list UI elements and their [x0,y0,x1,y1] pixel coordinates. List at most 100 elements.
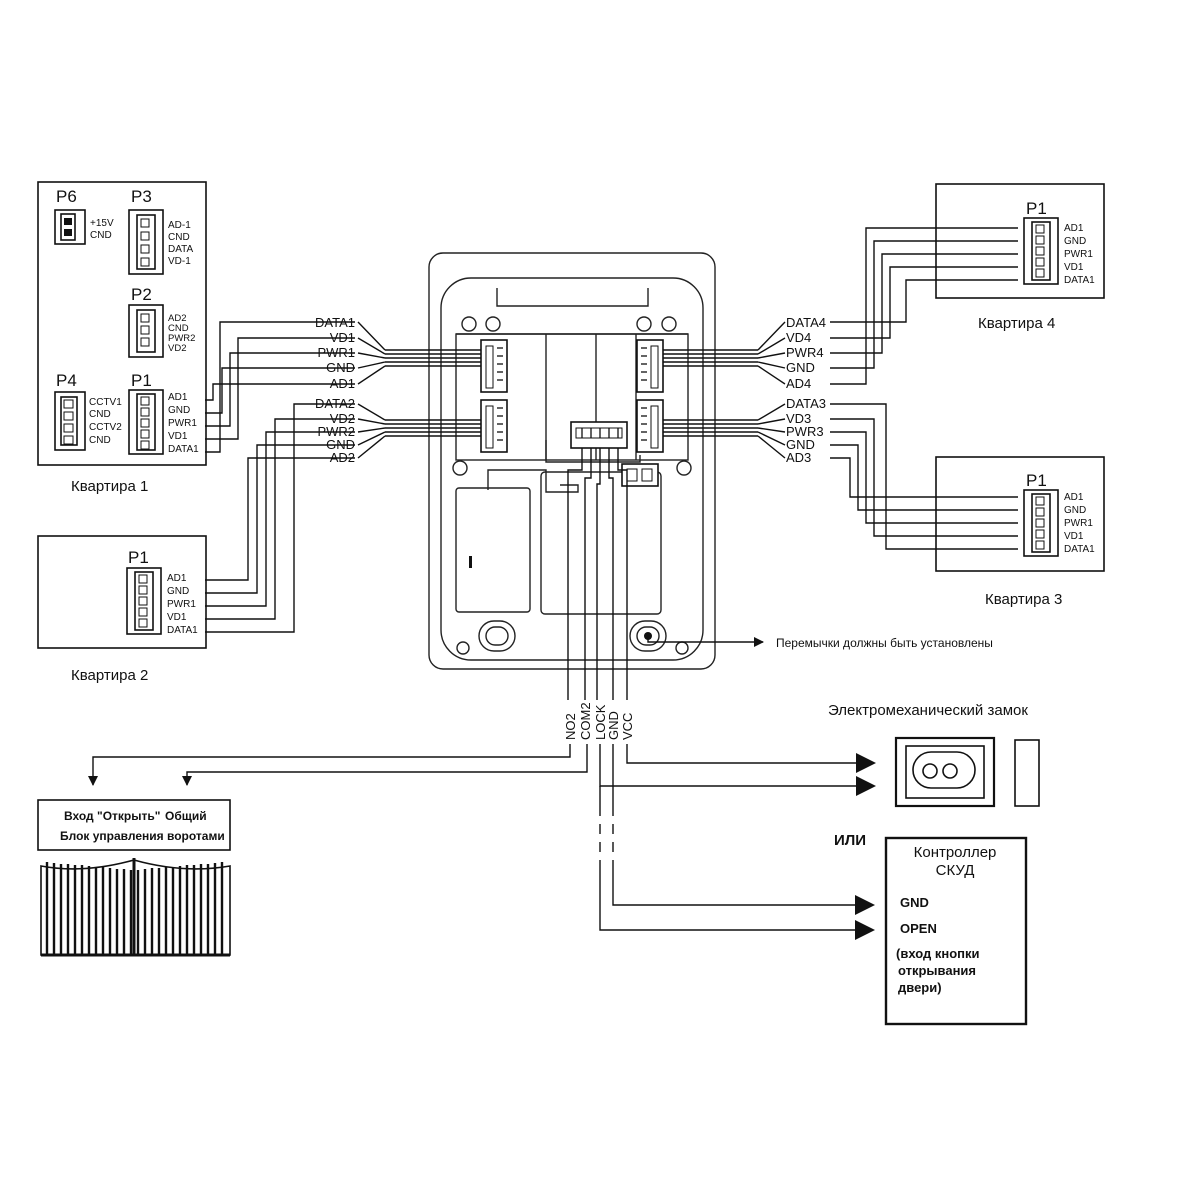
board-connector-right-2 [636,399,664,453]
terminal-gnd: GND [606,711,621,740]
label-ad1: AD1 [330,376,355,391]
label-data4: DATA4 [786,315,826,330]
label-gnd-4: GND [786,360,815,375]
apartment-3-p1-title: P1 [1026,471,1047,490]
terminal-labels: NO2 COM2 LOCK GND VCC [563,702,635,740]
controller-gnd-label: GND [900,895,929,910]
gate-common-label: Общий [165,809,207,823]
apartment-2-pin-vd1: VD1 [167,612,187,623]
apartment-2-caption: Квартира 2 [71,667,148,684]
controller-note-line-2: открывания [898,963,976,978]
wires-apartment-4 [830,227,1018,385]
gate-input-open-label: Вход "Открыть" [64,809,160,823]
label-data3: DATA3 [786,396,826,411]
gate-control-unit: Вход "Открыть" Общий Блок управления вор… [37,799,231,851]
controller-note-line-1: (вход кнопки [896,946,980,961]
p4-connector [54,391,86,451]
p1-pin-data1: DATA1 [168,444,199,455]
apartment-2-p1-connector [126,567,162,635]
apartment-4-pin-gnd: GND [1064,236,1086,247]
apartment-4-pin-data1: DATA1 [1064,275,1095,286]
apartment-2-p1-title: P1 [128,548,149,567]
apartment-3-caption: Квартира 3 [985,591,1062,608]
apartment-4-p1-title: P1 [1026,199,1047,218]
label-ad4: AD4 [786,376,811,391]
p3-pin-2: CND [168,232,190,243]
p6-title: P6 [56,187,77,206]
board-internal-wires [385,349,758,437]
apartment-4-p1-connector [1023,217,1059,285]
label-pwr4: PWR4 [786,345,824,360]
board-terminal-block [570,421,628,449]
p1-pin-ad1: AD1 [168,392,188,403]
apartment-1-caption: Квартира 1 [71,478,148,495]
apartment-4-pin-ad1: AD1 [1064,223,1084,234]
wires-to-controller [599,744,875,940]
wires-apartment-1 [205,321,355,453]
p2-connector [128,304,164,358]
controller-note-line-3: двери) [898,980,942,995]
p4-pin-3: CCTV2 [89,422,122,433]
p6-connector [54,209,86,245]
apartment-3-monitor: P1 AD1 GND PWR1 VD1 DATA1 [935,456,1105,572]
call-panel-board [385,252,758,670]
p4-pin-4: CND [89,435,111,446]
panel-left-labels-group-2: DATA2 VD2 PWR2 GND AD2 [315,396,355,465]
or-label: ИЛИ [834,832,866,849]
apartment-2-pin-data1: DATA1 [167,625,198,636]
controller-open-label: OPEN [900,921,937,936]
p1-connector [128,389,164,455]
gate-control-unit-label: Блок управления воротами [60,829,225,843]
label-vd4: VD4 [786,330,811,345]
apartment-3-pin-gnd: GND [1064,505,1086,516]
panel-left-labels-group-1: DATA1 VD1 PWR1 GND AD1 [315,315,355,391]
apartment-2-pin-gnd: GND [167,586,189,597]
label-vd3: VD3 [786,411,811,426]
label-ad2: AD2 [330,450,355,465]
apartment-1-monitor: P6 +15V CND P3 AD-1 CND DATA VD-1 P2 [37,181,207,466]
board-connector-right-1 [636,339,664,393]
p1-pin-vd1: VD1 [168,431,188,442]
p6-pin-1: +15V [90,218,114,229]
controller-title-line-1: Контроллер [914,844,997,861]
apartment-2-pin-pwr1: PWR1 [167,599,196,610]
p6-pin-2: CND [90,230,112,241]
label-gnd-1: GND [326,360,355,375]
p2-pin-2: CND [168,323,189,334]
label-data2: DATA2 [315,396,355,411]
p2-pin-4: VD2 [168,343,186,354]
p2-title: P2 [131,285,152,304]
apartment-2-monitor: P1 AD1 GND PWR1 VD1 DATA1 [37,535,207,649]
p4-title: P4 [56,371,77,390]
apartment-3-pin-ad1: AD1 [1064,492,1084,503]
apartment-4-caption: Квартира 4 [978,315,1055,332]
wires-apartment-3 [830,403,1018,550]
apartment-3-p1-connector [1023,489,1059,557]
panel-right-labels-group-1: DATA4 VD4 PWR4 GND AD4 [786,315,826,391]
wires-to-lock [599,744,876,796]
panel-right-labels-group-2: DATA3 VD3 PWR3 GND AD3 [786,396,826,465]
controller-title-line-2: СКУД [936,862,975,879]
apartment-3-pin-pwr1: PWR1 [1064,518,1093,529]
p3-title: P3 [131,187,152,206]
p2-pin-1: AD2 [168,313,186,324]
access-controller: Контроллер СКУД GND OPEN (вход кнопки от… [884,836,1028,1026]
label-pwr2: PWR2 [317,424,355,439]
apartment-2-frame [37,535,207,649]
p1-title: P1 [131,371,152,390]
wires-apartment-2 [205,403,355,633]
p3-pin-1: AD-1 [168,220,191,231]
apartment-3-pin-vd1: VD1 [1064,531,1084,542]
lock-icon [894,736,1040,808]
wires-to-gate [88,744,588,786]
terminal-lock: LOCK [593,704,608,740]
gate-illustration [40,858,231,957]
jumper-note: Перемычки должны быть установлены [776,636,993,650]
apartment-4-pin-vd1: VD1 [1064,262,1084,273]
terminal-no2: NO2 [563,713,578,740]
apartment-2-pin-ad1: AD1 [167,573,187,584]
label-pwr1: PWR1 [317,345,355,360]
p2-pin-3: PWR2 [168,333,195,344]
board-connector-left-1 [480,339,508,393]
